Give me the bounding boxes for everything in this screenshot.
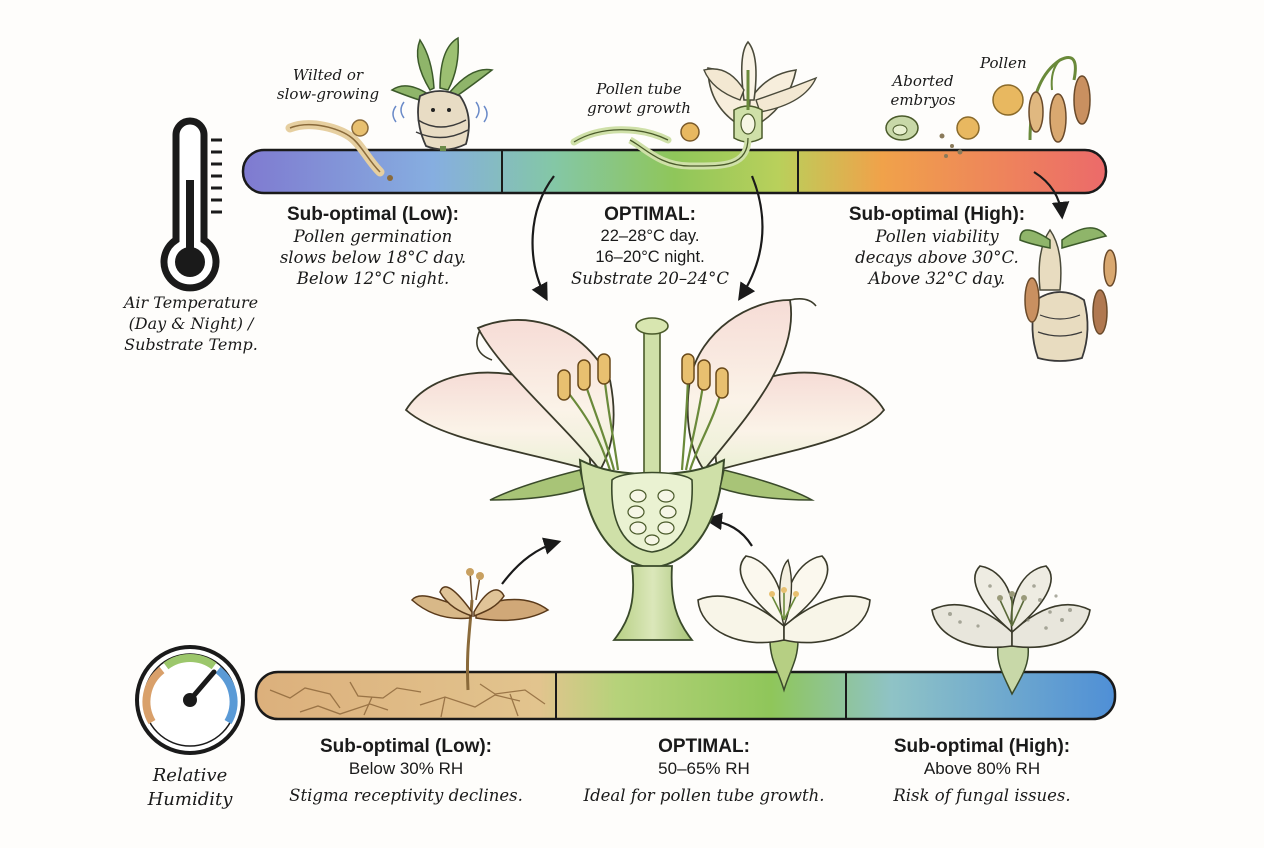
humidity-zone-high-title: Sub-optimal (High): [893,736,1071,757]
humidity-zone-high-value: Above 80% RH [923,759,1041,778]
humidity-bar [254,670,1117,721]
wilted-label: Wilted or slow-growing [268,66,388,104]
humidity-zone-optimal-note: Ideal for pollen tube growth. [583,786,825,805]
arrow-optimal-right [738,175,764,301]
pollen-tube-label: Pollen tube growt growth [574,80,704,118]
temp-zone-high-title: Sub-optimal (High): [848,204,1026,225]
temperature-axis-label-line: (Day & Night) / [128,314,254,333]
temp-zone-optimal-line: 16–20°C night. [595,248,705,266]
pollen-label: Pollen [980,54,1027,72]
temp-zone-high-line: decays above 30°C. [855,248,1019,267]
aborted-embryos-label-line: embryos [890,91,956,109]
temp-zone-optimal-line: Substrate 20–24°C [570,269,730,288]
wilted-plant-illustration [1019,227,1117,362]
aborted-embryos-illustration [885,115,980,158]
thermometer-icon [160,117,222,292]
dry-wilted-flower-illustration [410,568,550,691]
humidity-zone-high: Sub-optimal (High): Above 80% RH Risk of… [862,736,1102,806]
humidity-zone-optimal-value: 50–65% RH [658,759,750,778]
fungal-flower-illustration [931,565,1091,696]
temperature-axis-label: Air Temperature (Day & Night) / Substrat… [106,292,276,355]
flower-cross-section-illustration [404,298,886,641]
humidity-axis-label-line: Humidity [147,789,233,810]
humidity-zone-high-note: Risk of fungal issues. [893,786,1071,805]
temp-zone-low-line: slows below 18°C day. [279,248,467,267]
wilted-label-line: Wilted or [292,66,364,84]
cracked-soil-texture [269,681,546,718]
humidity-zone-optimal-title: OPTIMAL: [658,736,750,757]
arrow-optimal-flower [704,512,753,547]
aborted-embryos-label: Aborted embryos [878,72,968,110]
temp-zone-high: Sub-optimal (High): Pollen viability dec… [812,204,1062,289]
pollen-tube-label-line: growt growth [587,99,691,117]
arrow-optimal-left [531,175,555,302]
humidity-zone-low-note: Stigma receptivity declines. [289,786,523,805]
temperature-bar [241,148,1108,195]
temperature-axis-label-line: Air Temperature [123,293,259,312]
temp-zone-low-line: Pollen germination [293,227,453,246]
humidity-zone-low-value: Below 30% RH [348,759,464,778]
humidity-zone-optimal: OPTIMAL: 50–65% RH Ideal for pollen tube… [574,736,834,806]
pollen-tube-flower-illustration [570,40,818,170]
humidity-axis-label-line: Relative [152,765,228,786]
temp-zone-optimal-title: OPTIMAL: [604,204,696,225]
temperature-axis-label-line: Substrate Temp. [124,335,258,354]
humidity-zone-low: Sub-optimal (Low): Below 30% RH Stigma r… [286,736,526,806]
temp-zone-high-line: Above 32°C day. [868,269,1006,288]
temp-zone-low: Sub-optimal (Low): Pollen germination sl… [248,204,498,289]
optimal-white-flower-illustration [697,555,871,693]
aborted-embryos-label-line: Aborted [892,72,954,90]
arrow-dry-flower [501,537,562,585]
humidity-axis-label: Relative Humidity [130,764,250,812]
dropping-pollen-illustration [992,56,1091,143]
temp-zone-low-title: Sub-optimal (Low): [286,204,460,225]
humidity-zone-low-title: Sub-optimal (Low): [319,736,493,757]
temp-zone-low-line: Below 12°C night. [296,269,450,288]
pollen-tube-label-line: Pollen tube [596,80,682,98]
flow-arrows [501,171,1070,585]
cold-plant-illustration [390,36,494,151]
arrow-high-wilt [1033,171,1070,220]
temp-zone-optimal-line: 22–28°C day. [600,227,700,245]
wilted-label-line: slow-growing [276,85,380,103]
wilted-pollen-illustration [285,119,393,181]
temp-zone-high-line: Pollen viability [875,227,999,246]
temp-zone-optimal: OPTIMAL: 22–28°C day. 16–20°C night. Sub… [530,204,770,289]
humidity-gauge-icon [135,645,245,755]
